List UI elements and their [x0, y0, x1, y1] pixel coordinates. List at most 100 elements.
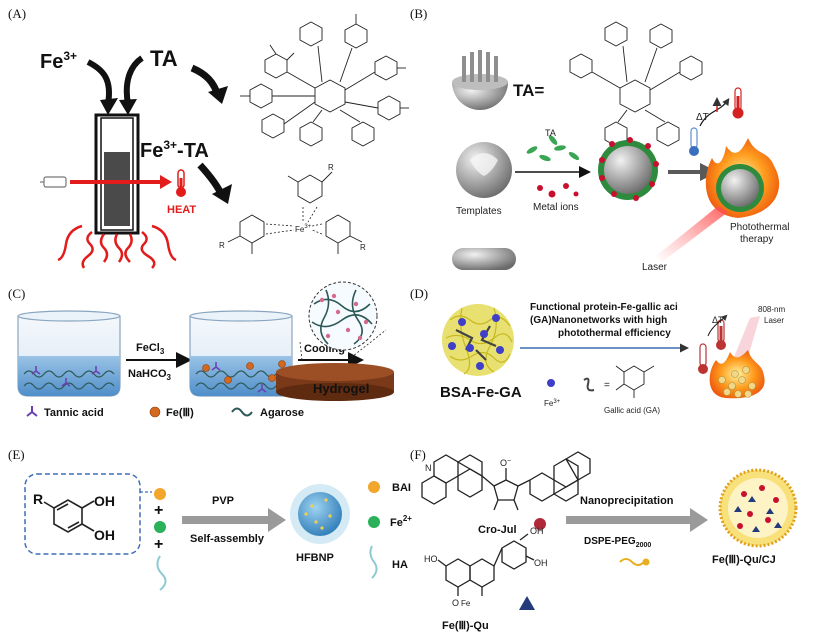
therapy-arrow — [668, 163, 718, 181]
laser-source-icon — [43, 176, 67, 188]
hfbnp-particle — [290, 484, 350, 544]
heated-nanoparticles — [709, 350, 765, 399]
panel-f: (F) O− N Cro-Jul — [410, 447, 798, 632]
ha-legend-icon — [369, 545, 378, 579]
delta-t-label: ΔT — [696, 112, 709, 123]
laser-808-1: 808-nm — [758, 305, 785, 314]
beaker-1 — [17, 310, 121, 397]
reagent-fecl3: FeCl3 — [136, 342, 165, 356]
fe3-label: Fe3+ — [40, 49, 77, 73]
fe-ta-complex-structure — [227, 171, 363, 254]
oh-top: OH — [94, 493, 115, 509]
legend-ha: HA — [392, 559, 408, 571]
dspe-peg-label: DSPE-PEG2000 — [584, 536, 651, 549]
ta-structure-arrow-head — [208, 86, 228, 104]
coated-sphere — [598, 137, 659, 201]
hydrogel-disk — [276, 363, 394, 401]
fe-qu-triangle — [519, 596, 535, 610]
fe-iii-legend-icon — [149, 406, 161, 418]
laser-beam-d — [732, 316, 760, 364]
laser-beam-b — [656, 206, 728, 262]
ho-label: HO — [424, 554, 438, 564]
oh-label-a: OH — [530, 526, 544, 536]
reaction-tube — [94, 113, 140, 235]
cro-jul-structure — [421, 451, 591, 511]
templates-label: Templates — [456, 206, 502, 217]
panel-c: (C) FeCl3 NaHCO3 — [8, 281, 394, 419]
cro-jul-dot — [534, 518, 546, 530]
oh-bottom: OH — [94, 527, 115, 543]
reagent-nahco3: NaHCO3 — [128, 368, 172, 382]
plus-2: + — [154, 536, 163, 553]
r-group-right: R — [360, 243, 366, 252]
d-title-2: (GA)Nanonetworks with high — [530, 315, 667, 326]
photothermal-particle — [705, 138, 780, 218]
catechol-structure — [43, 499, 95, 533]
legend-fe-iii: Fe(Ⅲ) — [166, 407, 194, 419]
panel-label-e: (E) — [8, 447, 25, 462]
metal-ions-icon — [537, 183, 579, 198]
fe-arrow-head — [100, 98, 118, 115]
tannic-acid-legend-icon — [26, 406, 38, 417]
ta-structure-b — [569, 21, 703, 147]
cro-jul-label: Cro-Jul — [478, 524, 517, 536]
panel-label-c: (C) — [8, 286, 25, 301]
bsa-fe-ga-label: BSA-Fe-GA — [440, 384, 522, 401]
bsa-protein-network — [442, 304, 514, 376]
heat-label: HEAT — [167, 204, 196, 216]
ga-chain-icon — [583, 377, 595, 392]
legend-fe2: Fe2+ — [390, 514, 412, 529]
thermometer-cold-d-icon — [698, 343, 708, 374]
fe2-dot — [154, 521, 166, 533]
temperature-rise-arrow — [699, 98, 730, 127]
ha-chain — [156, 555, 167, 591]
fe-qu-structure — [437, 533, 535, 596]
nanoprecipitation-label: Nanoprecipitation — [580, 495, 674, 507]
panel-e: (E) R OH OH + + PVP Self-assembly — [8, 447, 412, 591]
r-group-e: R — [33, 491, 43, 507]
d-title-1: Functional protein-Fe-gallic aci — [530, 302, 678, 313]
panel-b: (B) TA= Templ — [410, 6, 789, 273]
oh-label-b: OH — [534, 558, 548, 568]
tannic-acid-structure — [240, 14, 409, 147]
fe-arrow — [86, 59, 112, 105]
o-minus-label: O− — [500, 458, 511, 468]
ta-label: TA — [150, 46, 178, 71]
gallic-acid-structure — [615, 365, 655, 398]
r-group-top: R — [328, 163, 334, 172]
laser-label: Laser — [642, 262, 668, 273]
gallic-acid-label: Gallic acid (GA) — [604, 406, 660, 415]
assembly-arrow — [182, 508, 286, 532]
fe-center-label: Fe3+ — [295, 224, 312, 234]
eq-sign: = — [604, 380, 610, 391]
fe3-legend-icon — [547, 379, 555, 387]
bai-dot — [154, 488, 166, 500]
thermometer-icon — [176, 169, 186, 197]
panel-label-b: (B) — [410, 6, 427, 21]
agarose-legend-icon — [231, 407, 253, 417]
panel-label-a: (A) — [8, 6, 26, 21]
catechol-box — [24, 473, 141, 555]
bai-legend-icon — [368, 481, 380, 493]
n-plus-label: N — [425, 463, 432, 473]
r-group-left: R — [219, 241, 225, 250]
template-rod — [452, 248, 516, 270]
pvp-label: PVP — [212, 495, 234, 507]
legend-agarose: Agarose — [260, 407, 304, 419]
hydrogel-label: Hydrogel — [313, 381, 369, 396]
template-sphere — [456, 142, 512, 198]
legend-tannic-acid: Tannic acid — [44, 407, 104, 419]
ta-small-label: TA — [545, 128, 556, 138]
ta-equals-label: TA= — [513, 81, 544, 100]
fe-ta-label: Fe3+-TA — [140, 138, 209, 162]
ta-arrow-head — [119, 99, 137, 115]
template-hemisphere — [452, 50, 508, 110]
metal-ions-label: Metal ions — [533, 202, 579, 213]
panel-a: (A) Fe3+ TA HEAT Fe3+-TA — [8, 6, 409, 269]
photothermal-label-2: therapy — [740, 234, 773, 245]
nanoprecipitation-arrow — [566, 508, 708, 532]
ta-arrow — [123, 55, 144, 105]
delta-t-d: ΔT — [712, 315, 724, 325]
photothermal-label-1: Photothermal — [730, 222, 789, 233]
